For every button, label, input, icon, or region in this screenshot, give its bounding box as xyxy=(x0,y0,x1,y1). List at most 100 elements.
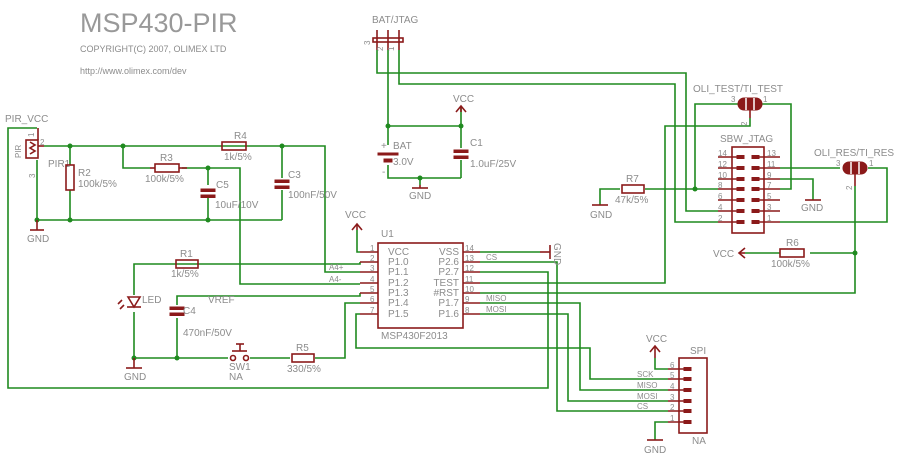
svg-text:CS: CS xyxy=(637,402,648,411)
jtag-pin-pad xyxy=(751,198,760,202)
svg-text:1: 1 xyxy=(869,159,874,168)
svg-text:330/5%: 330/5% xyxy=(287,364,321,375)
pin-label: VSS xyxy=(439,247,459,258)
spi-pin-pad xyxy=(683,388,692,392)
svg-text:2: 2 xyxy=(376,46,385,51)
svg-text:R3: R3 xyxy=(160,153,173,164)
pin-number: 4 xyxy=(670,382,675,391)
jtag-pin-pad xyxy=(736,155,745,159)
net-vref: VREF xyxy=(208,295,235,306)
svg-text:R2: R2 xyxy=(78,168,91,179)
pin-number: 11 xyxy=(767,160,776,169)
svg-text:1.0uF/25V: 1.0uF/25V xyxy=(470,159,516,170)
spi-pin-pad xyxy=(683,399,692,403)
pin-number: 4 xyxy=(718,203,723,212)
svg-text:OLI_RES/TI_RES: OLI_RES/TI_RES xyxy=(814,148,894,159)
bat-jtag-header: BAT/JTAG 3 2 1 xyxy=(363,15,419,51)
pin-number: 1 xyxy=(767,214,772,223)
net-pir-vcc: PIR_VCC xyxy=(5,114,48,125)
svg-text:SBW_JTAG: SBW_JTAG xyxy=(720,134,773,145)
pin-number: 1 xyxy=(370,244,375,253)
svg-text:C4: C4 xyxy=(183,306,196,317)
svg-text:10uF/10V: 10uF/10V xyxy=(215,200,259,211)
net-miso: MISO xyxy=(486,294,506,303)
svg-text:GND: GND xyxy=(27,234,49,245)
jtag-pin-pad xyxy=(736,177,745,181)
pin-number: 6 xyxy=(370,295,375,304)
svg-text:3: 3 xyxy=(836,159,841,168)
pin-number: 10 xyxy=(465,285,474,294)
pin-number: 8 xyxy=(465,306,470,315)
svg-text:100nF/50V: 100nF/50V xyxy=(288,190,337,201)
copyright: COPYRIGHT(C) 2007, OLIMEX LTD xyxy=(80,44,227,54)
svg-text:VCC: VCC xyxy=(345,210,366,221)
pin-number: 9 xyxy=(465,295,470,304)
svg-text:100k/5%: 100k/5% xyxy=(78,179,117,190)
svg-text:BAT/JTAG: BAT/JTAG xyxy=(372,15,419,26)
spi-pin-pad xyxy=(683,420,692,424)
net-mosi: MOSI xyxy=(486,305,506,314)
pin-number: 5 xyxy=(370,285,375,294)
gnd-symbol: GND xyxy=(801,199,823,214)
jumper-oli-test: OLI_TEST/TI_TEST 3 2 1 xyxy=(693,84,783,126)
svg-text:R7: R7 xyxy=(626,174,639,185)
svg-text:U1: U1 xyxy=(381,229,394,240)
pin-label: TEST xyxy=(433,278,459,289)
pin-number: 13 xyxy=(465,254,474,263)
pin-number: 11 xyxy=(465,275,474,284)
resistor-r3: R3 100k/5% xyxy=(145,153,187,185)
svg-text:C5: C5 xyxy=(216,180,229,191)
gnd-symbol: GND xyxy=(644,439,666,456)
jtag-pin-pad xyxy=(736,187,745,191)
gnd-symbol: GND xyxy=(409,185,431,202)
svg-text:100k/5%: 100k/5% xyxy=(145,174,184,185)
spi-pin-pad xyxy=(683,377,692,381)
pin-label: P2.7 xyxy=(438,267,459,278)
svg-text:GND: GND xyxy=(551,243,562,265)
pin-label: P2.6 xyxy=(438,257,459,268)
svg-text:3: 3 xyxy=(363,40,372,45)
svg-text:1k/5%: 1k/5% xyxy=(224,152,252,163)
pin-number: 8 xyxy=(718,181,723,190)
svg-text:VCC: VCC xyxy=(713,249,734,260)
jtag-pin-pad xyxy=(736,220,745,224)
spi-pin-pad xyxy=(683,367,692,371)
pin-label: P1.6 xyxy=(438,309,459,320)
svg-text:2: 2 xyxy=(40,138,45,147)
svg-text:MSP430F2013: MSP430F2013 xyxy=(381,331,448,342)
pin-label: P1.0 xyxy=(388,257,409,268)
svg-text:GND: GND xyxy=(409,191,431,202)
jtag-pin-pad xyxy=(751,166,760,170)
pin-number: 9 xyxy=(767,171,772,180)
pin-number: 5 xyxy=(767,192,772,201)
pin-number: 3 xyxy=(670,393,675,402)
svg-text:C1: C1 xyxy=(470,138,483,149)
svg-text:R1: R1 xyxy=(180,249,193,260)
capacitor-c1: C1 1.0uF/25V xyxy=(453,138,516,170)
jtag-pin-pad xyxy=(736,209,745,213)
led: LED xyxy=(117,295,161,310)
svg-text:SPI: SPI xyxy=(690,346,706,357)
svg-text:2: 2 xyxy=(740,121,749,126)
svg-text:1: 1 xyxy=(763,95,768,104)
pin-number: 2 xyxy=(370,254,375,263)
jtag-pin-pad xyxy=(736,166,745,170)
net-cs: CS xyxy=(486,253,497,262)
svg-text:NA: NA xyxy=(229,372,243,383)
svg-text:GND: GND xyxy=(801,203,823,214)
pin-number: 14 xyxy=(718,149,727,158)
net-a4p: A4+ xyxy=(329,263,344,272)
battery: + BAT 3.0V - xyxy=(377,141,414,178)
capacitor-c4: C4 470nF/50V xyxy=(169,306,232,339)
svg-text:470nF/50V: 470nF/50V xyxy=(183,328,232,339)
svg-text:MISO: MISO xyxy=(637,381,657,390)
pin-label: P1.7 xyxy=(438,298,459,309)
